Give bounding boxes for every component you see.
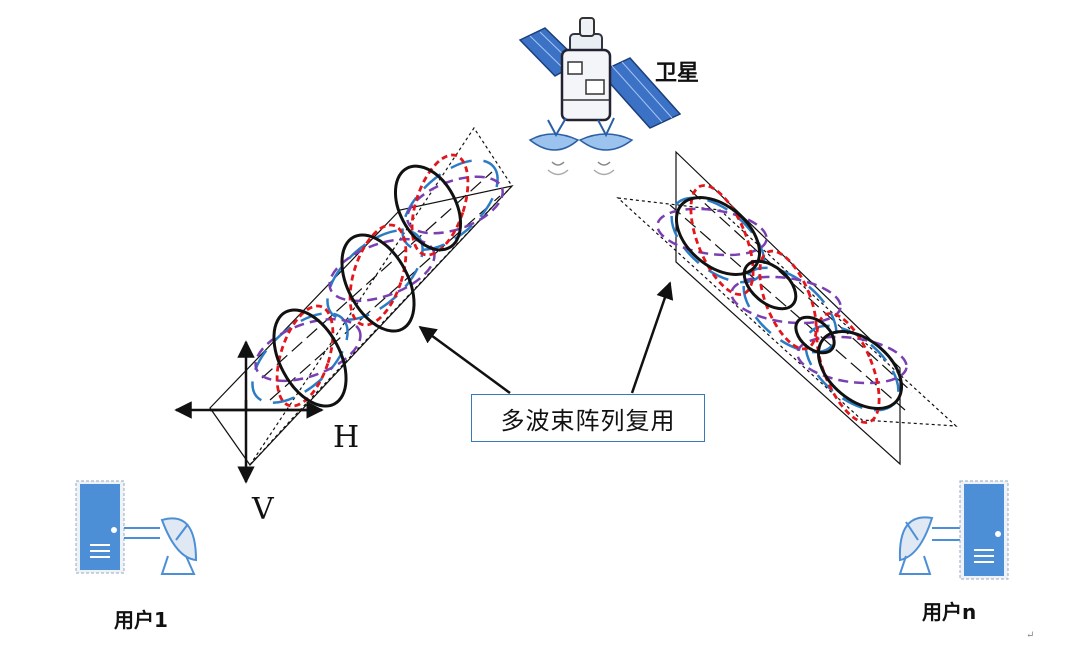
satellite-dish-icon (160, 517, 198, 575)
callout-label: 多波束阵列复用 (500, 406, 676, 435)
user-1-label: 用户1 (114, 608, 168, 632)
callout-box: 多波束阵列复用 (471, 394, 705, 442)
server-icon (959, 480, 1009, 580)
satellite-dish-icon (898, 516, 934, 575)
right-beam-array (616, 150, 958, 466)
user-n-equipment (898, 480, 1009, 580)
user-1-equipment (75, 480, 198, 575)
left-beam-array (174, 126, 514, 484)
axis-h-label: H (333, 420, 360, 455)
satellite-label: 卫星 (655, 61, 700, 86)
callout-arrow-right (630, 281, 674, 394)
satellite-icon (518, 17, 682, 176)
paragraph-mark: ↵ (1026, 630, 1035, 641)
axis-v-label: V (252, 492, 274, 527)
callout-arrow-left (418, 325, 511, 395)
server-icon (75, 480, 125, 574)
user-n-label: 用户n (922, 600, 977, 624)
